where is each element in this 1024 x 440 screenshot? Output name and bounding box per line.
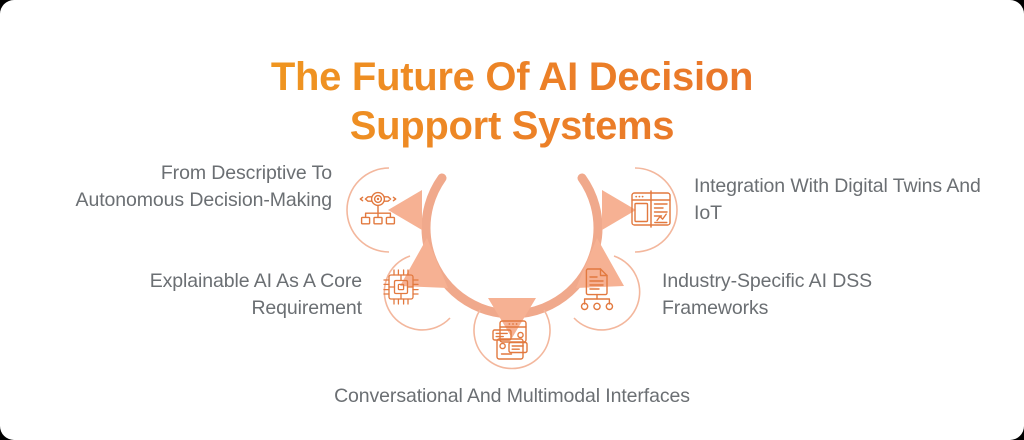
page-title: The Future Of AI Decision Support System… [0, 53, 1024, 152]
ring-bottom [473, 309, 551, 370]
microchip-icon [383, 269, 419, 305]
chat-interface-icon [492, 320, 528, 360]
arrow-to-mid-right [576, 238, 624, 288]
node-label-digital-twins-iot: Integration With Digital Twins And IoT [694, 175, 981, 224]
arrow-to-top-left [388, 190, 422, 230]
node-label-industry-specific-dss: Industry-Specific AI DSS Frameworks [662, 270, 873, 319]
ring-top-left [346, 167, 390, 253]
dashboard-window-icon [631, 190, 671, 228]
node-label-conversational-multimodal: Conversational And Multimodal Interfaces [334, 385, 690, 407]
central-arc [421, 173, 603, 319]
arrow-to-top-right [602, 190, 636, 230]
arrow-to-bottom [488, 298, 536, 338]
ring-mid-left [383, 255, 451, 331]
node-label-explainable-ai: Explainable AI As A Core Requirement [149, 270, 362, 319]
node-label-from-descriptive-to-autonomous: From Descriptive To Autonomous Decision-… [75, 162, 333, 211]
hub-and-spoke-diagram [330, 142, 694, 382]
workflow-automation-icon [359, 191, 397, 225]
ring-top-right [634, 167, 678, 253]
ring-mid-right [573, 255, 641, 331]
document-network-icon [580, 268, 614, 311]
